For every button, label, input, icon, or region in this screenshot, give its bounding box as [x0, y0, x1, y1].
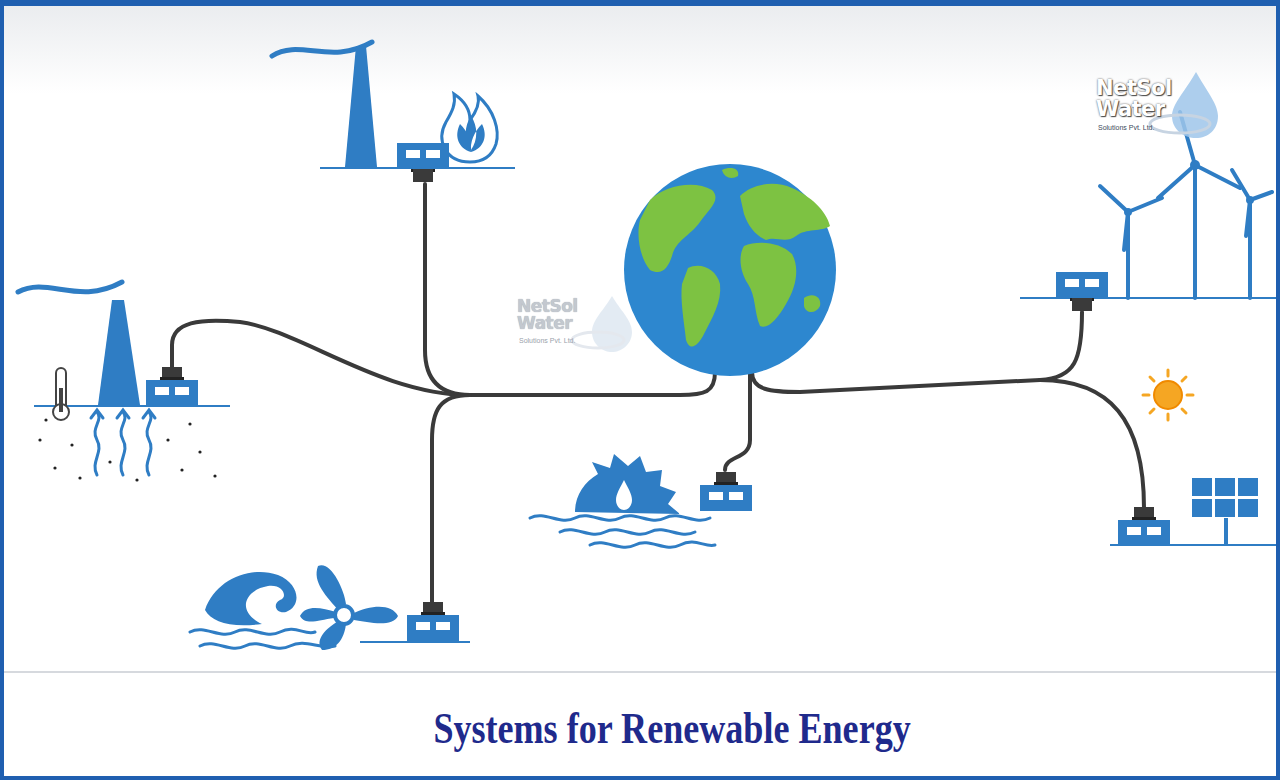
caption-text: Systems for Renewable Energy [433, 703, 910, 754]
watermark-text: NetSol Water [1096, 78, 1176, 120]
watermark-text: NetSol Water [517, 298, 587, 332]
watermark-text: Solutions Pvt. Ltd. [1098, 124, 1154, 131]
watermark-text: Solutions Pvt. Ltd. [519, 337, 575, 344]
